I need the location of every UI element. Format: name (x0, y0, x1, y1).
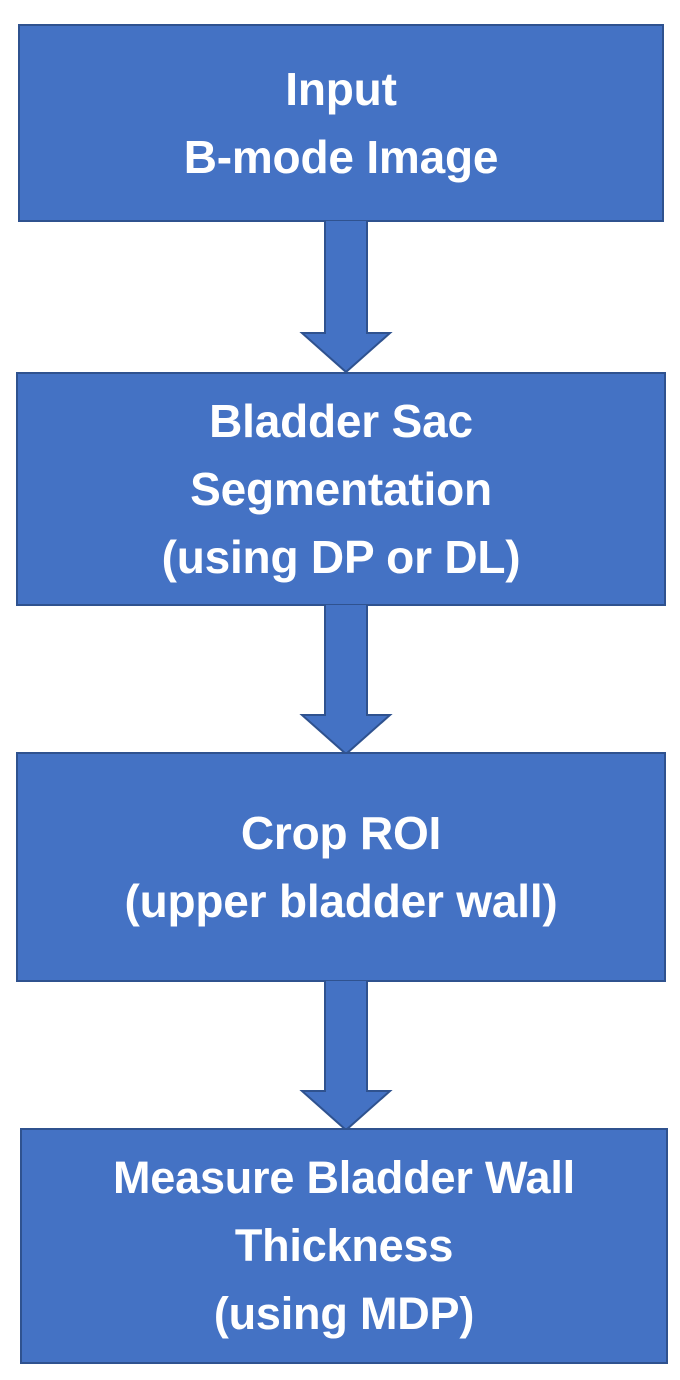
flow-node-line: Input (285, 63, 397, 115)
flow-node-line: Crop ROI (240, 807, 442, 859)
flow-arrow-down-segmentation-to-crop-roi (296, 604, 396, 756)
flow-node-line: Thickness (234, 1220, 454, 1271)
flow-node-crop-roi[interactable]: Crop ROI (upper bladder wall) (16, 752, 666, 982)
flow-arrow-down-input-to-segmentation (296, 220, 396, 374)
flow-arrow-down-crop-roi-to-measure (296, 980, 396, 1132)
flow-node-measure-bladder-wall-thickness[interactable]: Measure Bladder Wall Thickness (using MD… (20, 1128, 668, 1364)
flow-node-line: Bladder Sac (209, 395, 473, 447)
flow-node-bladder-sac-segmentation[interactable]: Bladder Sac Segmentation (using DP or DL… (16, 372, 666, 606)
flow-node-input-b-mode-image[interactable]: Input B-mode Image (18, 24, 664, 222)
flow-node-line: (upper bladder wall) (124, 875, 558, 927)
flow-node-line: Segmentation (190, 463, 492, 515)
flow-node-line: (using MDP) (213, 1288, 475, 1339)
flow-node-line: (using DP or DL) (161, 531, 521, 583)
flow-node-line: Measure Bladder Wall (113, 1152, 575, 1203)
flow-node-line: B-mode Image (183, 131, 499, 183)
